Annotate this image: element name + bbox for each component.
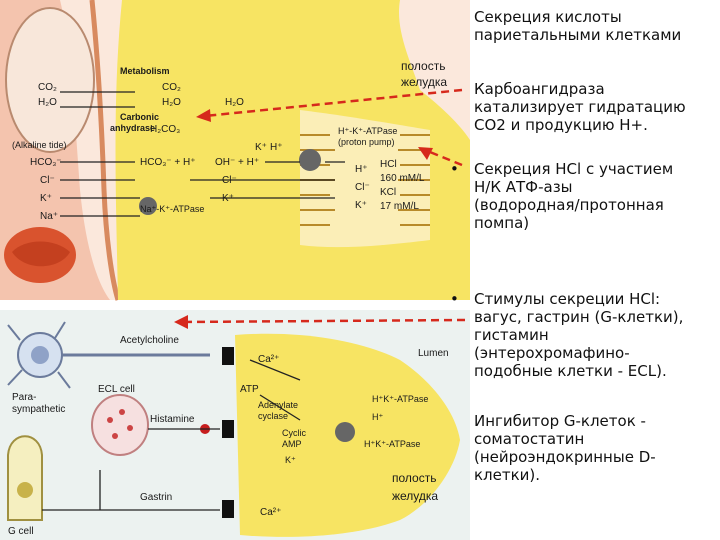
bottom-h-label: H⁺ bbox=[372, 412, 383, 422]
red-pointer-arrows bbox=[181, 88, 466, 324]
point3-line5: подобные клетки - ECL). bbox=[474, 362, 667, 380]
bottom-diagram: Acetylcholine Para- sympathetic ECL cell… bbox=[0, 310, 470, 540]
cell-k-2: K⁺ bbox=[255, 142, 267, 153]
acetylcholine-label: Acetylcholine bbox=[120, 335, 179, 346]
na-k-atpase-label: Na⁺-K⁺-ATPase bbox=[140, 204, 204, 214]
cyclic-label-1: Cyclic bbox=[282, 428, 306, 438]
hcl-conc: 160 mM/L bbox=[380, 173, 425, 184]
point1-line2: катализирует гидратацию bbox=[474, 98, 686, 116]
proton-pump-label-2: (proton pump) bbox=[338, 137, 395, 147]
carbonic-label-1: Carbonic bbox=[120, 112, 159, 122]
cell-h2o-2: H₂O bbox=[225, 97, 244, 108]
carbonic-label-2: anhydrase bbox=[110, 123, 155, 133]
kcl-label: KCl bbox=[380, 187, 396, 198]
parasympathetic-label-1: Para- bbox=[12, 392, 36, 403]
alkaline-tide-label: (Alkaline tide) bbox=[12, 140, 67, 150]
proton-pump-label-1: H⁺-K⁺-ATPase bbox=[338, 126, 397, 136]
cell-h: H⁺ bbox=[270, 142, 283, 153]
bottom-arrows bbox=[42, 359, 301, 511]
point2-line3: (водородная/протонная bbox=[474, 196, 664, 214]
bottom-pump-icon bbox=[335, 422, 355, 442]
red-body-inner bbox=[12, 241, 70, 267]
hcl-label: HCl bbox=[380, 159, 397, 170]
blood-hco3: HCO₃⁻ bbox=[30, 157, 62, 168]
point4-line1: Ингибитор G-клеток - bbox=[474, 412, 646, 430]
hk-top-label: H⁺K⁺-ATPase bbox=[372, 394, 428, 404]
point2-line1: Секреция НCl с участием bbox=[474, 160, 674, 178]
point2-line4: помпа) bbox=[474, 214, 530, 232]
blood-cl: Cl⁻ bbox=[40, 175, 55, 186]
canaliculus bbox=[300, 110, 430, 248]
adenylate-label-1: Adenylate bbox=[258, 400, 298, 410]
blood-k: K⁺ bbox=[40, 193, 52, 204]
lumen-label: Lumen bbox=[418, 348, 449, 359]
lumen-cl: Cl⁻ bbox=[355, 182, 370, 193]
lumen-k: K⁺ bbox=[355, 200, 367, 211]
red-arrowheads bbox=[174, 109, 433, 329]
ca-bottom-label: Ca²⁺ bbox=[260, 507, 281, 518]
cell-oh-h: OH⁻ + H⁺ bbox=[215, 157, 259, 168]
bottom-k-label: K⁺ bbox=[285, 455, 296, 465]
cell-co2: CO₂ bbox=[162, 82, 181, 93]
top-diagram: Metabolism Carbonic anhydrase (Alkaline … bbox=[0, 0, 470, 301]
adenylate-label-2: cyclase bbox=[258, 411, 288, 421]
point3-bullet: • bbox=[450, 290, 459, 308]
basement-membrane bbox=[89, 0, 121, 301]
ca-top-label: Ca²⁺ bbox=[258, 354, 279, 365]
blood-h2o: H₂O bbox=[38, 97, 57, 108]
gastrin-label: Gastrin bbox=[140, 492, 172, 503]
point4-line4: клетки). bbox=[474, 466, 541, 484]
point2-bullet: • bbox=[450, 160, 459, 178]
blood-co2: CO₂ bbox=[38, 82, 57, 93]
title-line1: Секреция кислоты bbox=[474, 8, 622, 26]
neuron bbox=[7, 321, 210, 389]
point3-line4: (энтерохромафино- bbox=[474, 344, 630, 362]
cell-h2o: H₂O bbox=[162, 97, 181, 108]
cavity-top-line2: желудка bbox=[401, 75, 447, 89]
na-k-pump-icon bbox=[139, 197, 157, 215]
cell-h2co3: H₂CO₃ bbox=[150, 124, 180, 135]
hk-bottom-label: H⁺K⁺-ATPase bbox=[364, 439, 420, 449]
point1-line1: Карбоангидраза bbox=[474, 80, 605, 98]
histamine-label: Histamine bbox=[150, 414, 195, 425]
g-cell-label: G cell bbox=[8, 526, 34, 537]
cell-cl: Cl⁻ bbox=[222, 175, 237, 186]
parasympathetic-label-2: sympathetic bbox=[12, 404, 65, 415]
receptors bbox=[200, 347, 234, 518]
cavity-bottom-line2: желудка bbox=[392, 489, 438, 503]
lumen-h: H⁺ bbox=[355, 164, 368, 175]
point3-line2: вагус, гастрин (G-клетки), bbox=[474, 308, 684, 326]
blood-na: Na⁺ bbox=[40, 211, 58, 222]
point3-line3: гистамин bbox=[474, 326, 549, 344]
cavity-top-line1: полость bbox=[401, 59, 445, 73]
point2-line2: Н/К АТФ-азы bbox=[474, 178, 573, 196]
point3-line1: Стимулы секреции НCl: bbox=[474, 290, 661, 308]
g-cell bbox=[7, 435, 43, 521]
point1-line3: СО2 и продукцию Н+. bbox=[474, 116, 648, 134]
point4-line3: (нейроэндокринные D- bbox=[474, 448, 656, 466]
cell-hco3-h: HCO₃⁻ + H⁺ bbox=[140, 157, 195, 168]
atp-label: ATP bbox=[240, 384, 259, 395]
proton-pump-icon bbox=[299, 149, 321, 171]
kcl-conc: 17 mM/L bbox=[380, 201, 419, 212]
ecl-cell bbox=[91, 394, 149, 456]
cyclic-label-2: AMP bbox=[282, 439, 302, 449]
ecl-cell-label: ECL cell bbox=[98, 384, 135, 395]
cell-k: K⁺ bbox=[222, 193, 234, 204]
cavity-bottom-line1: полость bbox=[392, 471, 436, 485]
title-line2: париетальными клетками bbox=[474, 26, 682, 44]
metabolism-label: Metabolism bbox=[120, 66, 170, 76]
point4-line2: соматостатин bbox=[474, 430, 585, 448]
nucleus-cell bbox=[5, 7, 95, 153]
ion-arrows bbox=[60, 91, 345, 217]
